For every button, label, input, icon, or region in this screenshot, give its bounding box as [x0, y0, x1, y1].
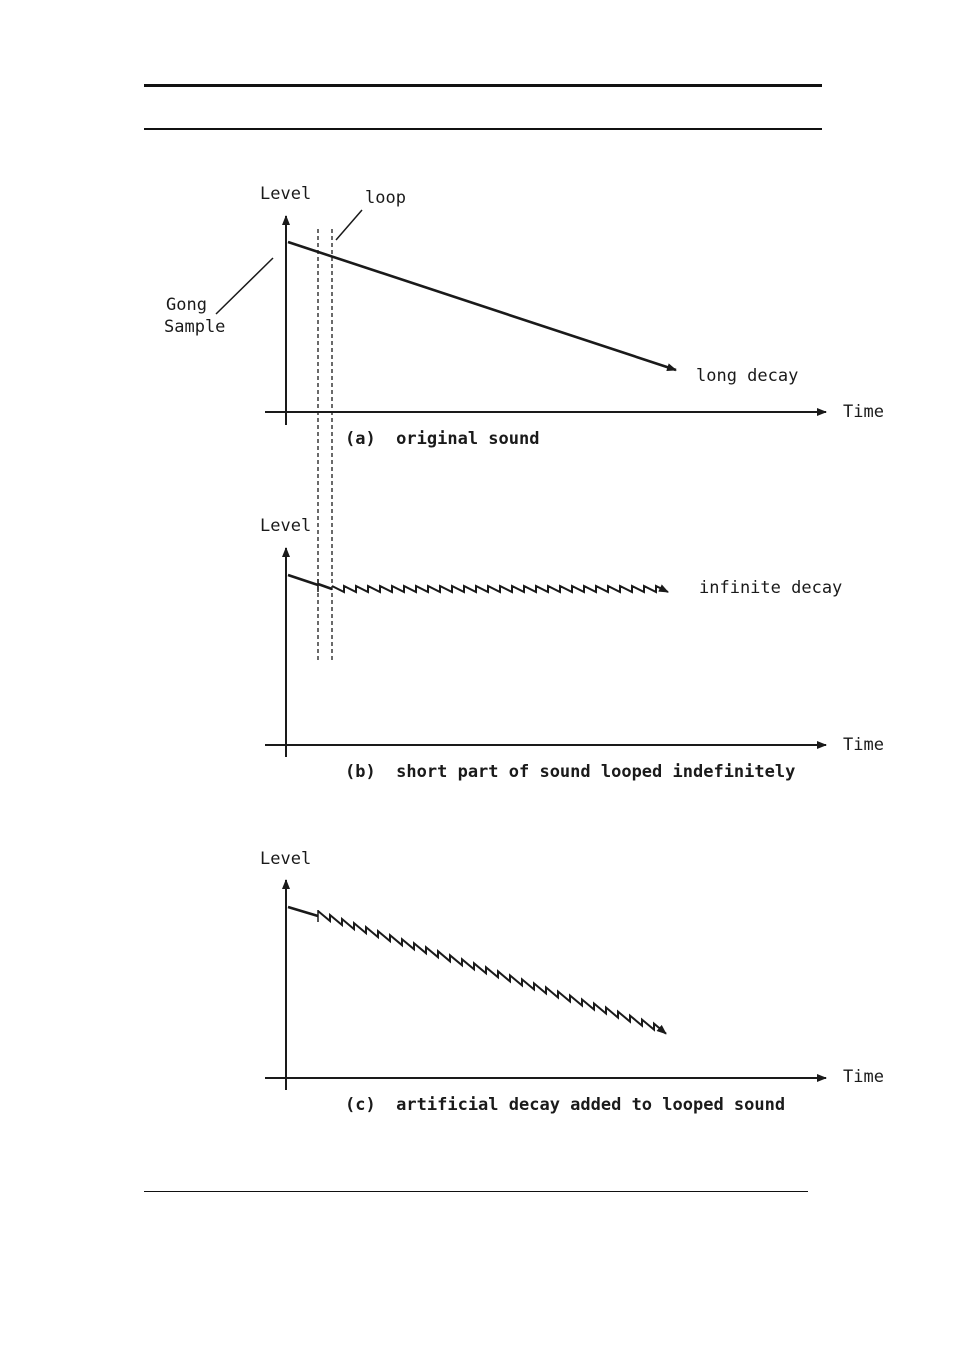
panel-b-first-loop-segment [318, 584, 332, 589]
panel-a-loop-pointer [336, 210, 362, 240]
panel-b-x-axis-label: Time [843, 735, 884, 755]
panel-a-x-axis-label: Time [843, 402, 884, 422]
panel-c-x-axis-label: Time [843, 1067, 884, 1087]
panel-c-caption: (c) artificial decay added to looped sou… [345, 1095, 785, 1115]
panel-c-y-axis-label: Level [260, 849, 311, 869]
panel-a-sample-label-line1: Gong [166, 295, 207, 315]
panel-a-caption: (a) original sound [345, 429, 539, 449]
panel-a-decay-curve [288, 242, 676, 370]
panel-b: Level Time infinite decay (b) short part… [260, 516, 884, 782]
panel-b-end-label: infinite decay [699, 578, 842, 598]
panel-a-loop-label: loop [365, 188, 406, 208]
panel-b-y-axis-label: Level [260, 516, 311, 536]
panel-a: Level Time long decay loop Gong Sample (… [164, 184, 884, 449]
panel-b-attack-segment [288, 575, 318, 585]
panel-b-looped-sawtooth [332, 586, 668, 592]
panel-a-end-label: long decay [696, 366, 798, 386]
panel-a-sample-pointer [216, 258, 273, 314]
panel-a-sample-label-line2: Sample [164, 317, 225, 337]
panel-b-caption: (b) short part of sound looped indefinit… [345, 762, 795, 782]
panel-c-decaying-sawtooth [318, 911, 666, 1034]
panel-c-attack-segment [288, 907, 318, 916]
panel-a-y-axis-label: Level [260, 184, 311, 204]
panel-c: Level Time (c) artificial decay added to… [260, 849, 884, 1115]
